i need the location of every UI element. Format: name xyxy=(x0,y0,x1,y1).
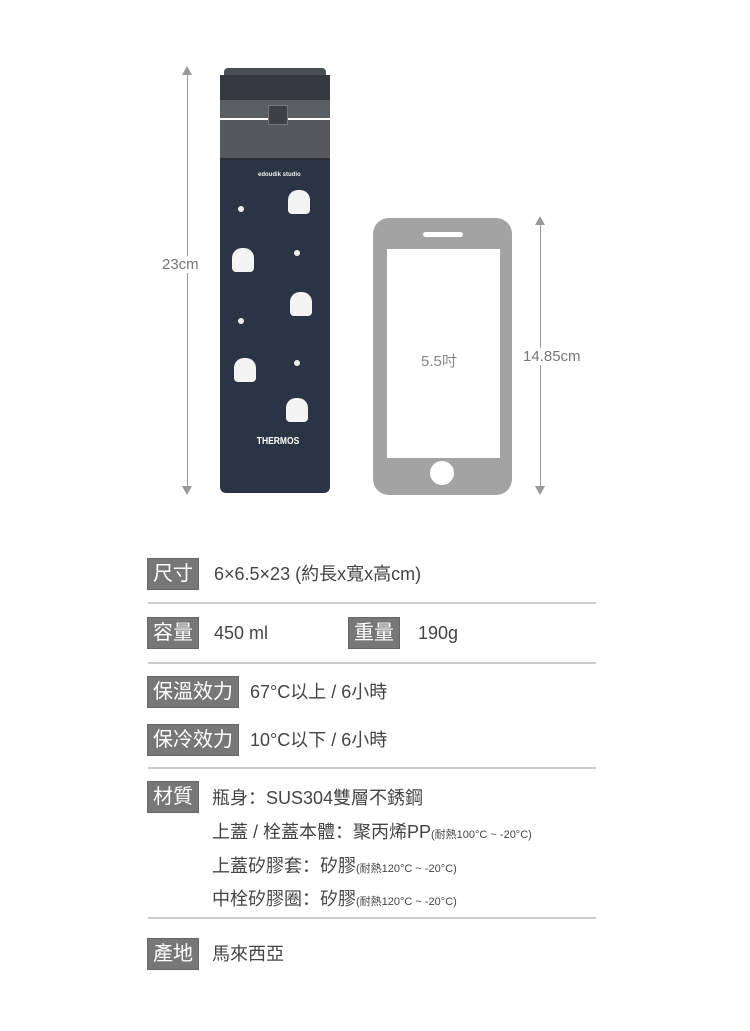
size-tag: 尺寸 xyxy=(147,558,199,590)
material-line: 瓶身：SUS304雙層不銹鋼 xyxy=(212,783,423,813)
arrow-up-icon xyxy=(535,216,545,225)
ghost-cat-icon xyxy=(288,190,310,214)
capacity-tag: 容量 xyxy=(147,617,199,649)
bottle-height-label: 23cm xyxy=(162,256,199,273)
phone-screen xyxy=(387,249,500,458)
material-text: 上蓋 / 栓蓋本體：聚丙烯PP xyxy=(212,822,432,842)
heat-retention-value: 67°C以上 / 6小時 xyxy=(250,682,388,702)
thermos-bottle-image: edoudik studio THERMOS xyxy=(220,68,330,493)
arrow-down-icon xyxy=(182,486,192,495)
ghost-cat-icon xyxy=(234,358,256,382)
thermos-logo: THERMOS xyxy=(256,436,300,447)
paw-icon xyxy=(294,250,300,256)
weight-tag: 重量 xyxy=(348,617,400,649)
phone-size-label: 5.5吋 xyxy=(421,353,457,370)
divider xyxy=(148,602,596,604)
material-line: 上蓋 / 栓蓋本體：聚丙烯PP(耐熱100°C ~ -20°C) xyxy=(212,817,532,850)
material-line: 上蓋矽膠套：矽膠(耐熱120°C ~ -20°C) xyxy=(212,851,457,884)
home-button-icon xyxy=(430,461,454,485)
cap-band xyxy=(220,120,330,160)
cap-top xyxy=(224,68,326,76)
weight-value: 190g xyxy=(418,623,459,643)
phone-comparison-image: 5.5吋 xyxy=(373,218,512,495)
paw-icon xyxy=(238,318,244,324)
divider xyxy=(148,767,596,769)
origin-tag: 產地 xyxy=(147,938,199,970)
size-value: 6×6.5×23 (約長x寬x高cm) xyxy=(214,564,422,584)
material-text: 瓶身：SUS304雙層不銹鋼 xyxy=(212,788,424,808)
bottle-height-line xyxy=(187,72,188,488)
material-text: 中栓矽膠圈：矽膠 xyxy=(212,889,356,909)
heat-retention-tag: 保溫效力 xyxy=(147,676,239,708)
material-note: (耐熱100°C ~ -20°C) xyxy=(431,829,532,841)
ghost-cat-icon xyxy=(286,398,308,422)
material-note: (耐熱120°C ~ -20°C) xyxy=(356,863,457,875)
cold-retention-value: 10°C以下 / 6小時 xyxy=(250,730,388,750)
paw-icon xyxy=(238,206,244,212)
paw-icon xyxy=(294,360,300,366)
cold-retention-tag: 保冷效力 xyxy=(147,724,239,756)
material-note: (耐熱120°C ~ -20°C) xyxy=(356,896,457,908)
cap-band xyxy=(220,75,330,100)
phone-height-label: 14.85cm xyxy=(523,348,581,365)
arrow-down-icon xyxy=(535,486,545,495)
material-tag: 材質 xyxy=(147,781,199,813)
origin-value: 馬來西亞 xyxy=(212,944,284,964)
arrow-up-icon xyxy=(182,66,192,75)
material-line: 中栓矽膠圈：矽膠(耐熱120°C ~ -20°C) xyxy=(212,884,457,917)
divider xyxy=(148,662,596,664)
ghost-cat-icon xyxy=(232,248,254,272)
capacity-value: 450 ml xyxy=(214,623,269,643)
bottle-brand-print: edoudik studio xyxy=(258,172,301,178)
ghost-cat-icon xyxy=(290,292,312,316)
divider xyxy=(148,917,596,919)
lid-latch xyxy=(268,105,288,125)
bottle-body: edoudik studio THERMOS xyxy=(220,160,330,493)
material-text: 上蓋矽膠套：矽膠 xyxy=(212,856,356,876)
speaker-icon xyxy=(423,232,463,237)
